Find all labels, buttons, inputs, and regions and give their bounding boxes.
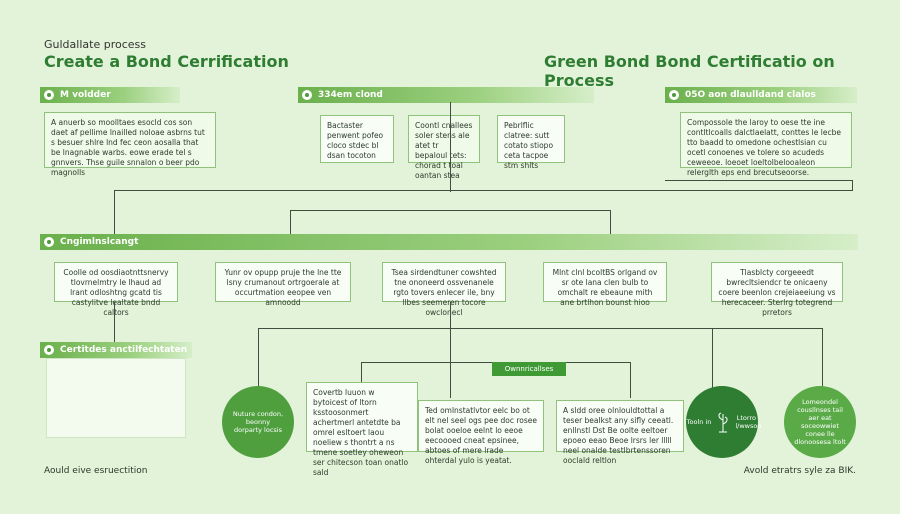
stage3-circle-3-text: Lomeondel cousllnses tail aer eat soceow… bbox=[794, 398, 846, 446]
stage1-bar-mid-label: 334em clond bbox=[318, 90, 383, 100]
plant-sprout-icon bbox=[718, 412, 728, 433]
connector bbox=[290, 210, 610, 211]
connector bbox=[712, 328, 713, 388]
connector bbox=[630, 362, 631, 398]
connector bbox=[852, 180, 853, 191]
stage3-box-c: A sldd oree olnlouldtottal a teser bealk… bbox=[556, 400, 684, 465]
leaf-icon bbox=[44, 237, 54, 247]
stage2-box-1: Coolle od oosdiaotnttsnervy tlovrnelmtry… bbox=[54, 262, 178, 317]
stage1-bar-right-label: 05O aon dlaulldand clalos bbox=[685, 90, 816, 100]
stage3-circle-3: Lomeondel cousllnses tail aer eat soceow… bbox=[784, 386, 856, 458]
connector bbox=[361, 362, 362, 398]
location-pin-icon bbox=[669, 90, 679, 100]
leaf-icon bbox=[44, 345, 54, 355]
stage3-bar: Certitdes anctilfechtaten bbox=[40, 342, 192, 358]
stage3-panel bbox=[46, 358, 186, 438]
connector bbox=[258, 328, 823, 329]
footer-right: Avold etratrs syle za BIK. bbox=[743, 466, 856, 476]
stage1-box-left: A anuerb so moolltaes esocld cos son dae… bbox=[44, 112, 216, 177]
connector bbox=[258, 328, 259, 388]
location-pin-icon bbox=[302, 90, 312, 100]
stage3-box-b: Ted omlnstatlvtor eelc bo ot elt nel see… bbox=[418, 400, 544, 465]
stage2-bar: Cngimlnslcangt bbox=[40, 234, 858, 250]
connector bbox=[822, 328, 823, 388]
stage1-box-mid2: Coontl cnallees soler stens ale atet tr … bbox=[408, 115, 480, 180]
stage2-box-2: Yunr ov opupp pruje the lne tte lsny cru… bbox=[215, 262, 351, 307]
stage3-circle-2: Tooln in Ltorro l/wwsoo bbox=[686, 386, 762, 458]
page-title-right: Green Bond Bond Certificatio on Process bbox=[544, 52, 835, 90]
location-pin-icon bbox=[44, 90, 54, 100]
stage3-circle-1: Nuture condon, beonny dorparty locsis bbox=[222, 386, 294, 458]
page-kicker: Guldallate process bbox=[44, 38, 146, 51]
stage2-bar-label: Cngimlnslcangt bbox=[60, 237, 139, 247]
page-title-left: Create a Bond Cerrification bbox=[44, 52, 289, 71]
connector bbox=[665, 180, 853, 181]
connector bbox=[114, 190, 115, 240]
stage1-bar-right: 05O aon dlaulldand clalos bbox=[665, 87, 857, 103]
stage2-box-3: Tsea sirdendtuner cowshted tne ononeerd … bbox=[382, 262, 506, 317]
connector bbox=[450, 302, 451, 328]
connector bbox=[114, 190, 852, 191]
stage1-box-mid1: Bactaster penwent pofeo cloco stdec bl d… bbox=[320, 115, 394, 163]
footer-left: Aould eive esruectition bbox=[44, 466, 148, 476]
stage3-circle-2-left: Tooln in bbox=[686, 418, 712, 426]
stage3-circle-1-text: Nuture condon, beonny dorparty locsis bbox=[232, 410, 284, 434]
stage1-box-mid3: Pebrlflic clatree: sutt cotato stiopo ce… bbox=[497, 115, 565, 170]
stage3-bar-label: Certitdes anctilfechtaten bbox=[60, 345, 188, 355]
stage3-box-a: Covertb luuon w bytoicest of ltorn kssto… bbox=[306, 382, 418, 477]
stage1-box-right: Compossole the laroy to oese tte ine con… bbox=[680, 112, 852, 177]
sub-label: Ownnricallses bbox=[492, 362, 566, 376]
stage1-bar-mid: 334em clond bbox=[298, 87, 594, 103]
stage2-box-4: Mlnt clnl bcoltBS orlgand ov sr ote lana… bbox=[543, 262, 667, 307]
stage1-bar-left-label: M voldder bbox=[60, 90, 111, 100]
connector bbox=[450, 102, 451, 192]
connector bbox=[290, 210, 291, 240]
stage3-circle-2-right: Ltorro l/wwsoo bbox=[735, 414, 762, 430]
connector bbox=[450, 328, 451, 398]
stage2-box-5: Tlasblcty corgeeedt bwrecltsiendcr te on… bbox=[711, 262, 843, 317]
connector bbox=[610, 210, 611, 240]
stage1-bar-left: M voldder bbox=[40, 87, 180, 103]
